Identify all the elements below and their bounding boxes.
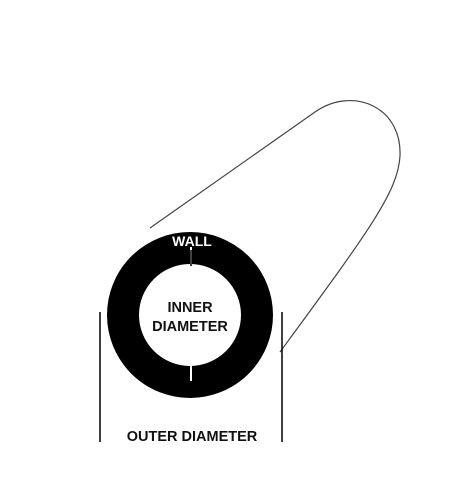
pipe-body-outline xyxy=(149,100,401,353)
inner-diameter-label-line2: DIAMETER xyxy=(152,319,228,335)
outer-diameter-label: OUTER DIAMETER xyxy=(127,429,258,445)
wall-label: WALL xyxy=(172,233,212,249)
inner-diameter-label-line1: INNER xyxy=(167,300,213,316)
